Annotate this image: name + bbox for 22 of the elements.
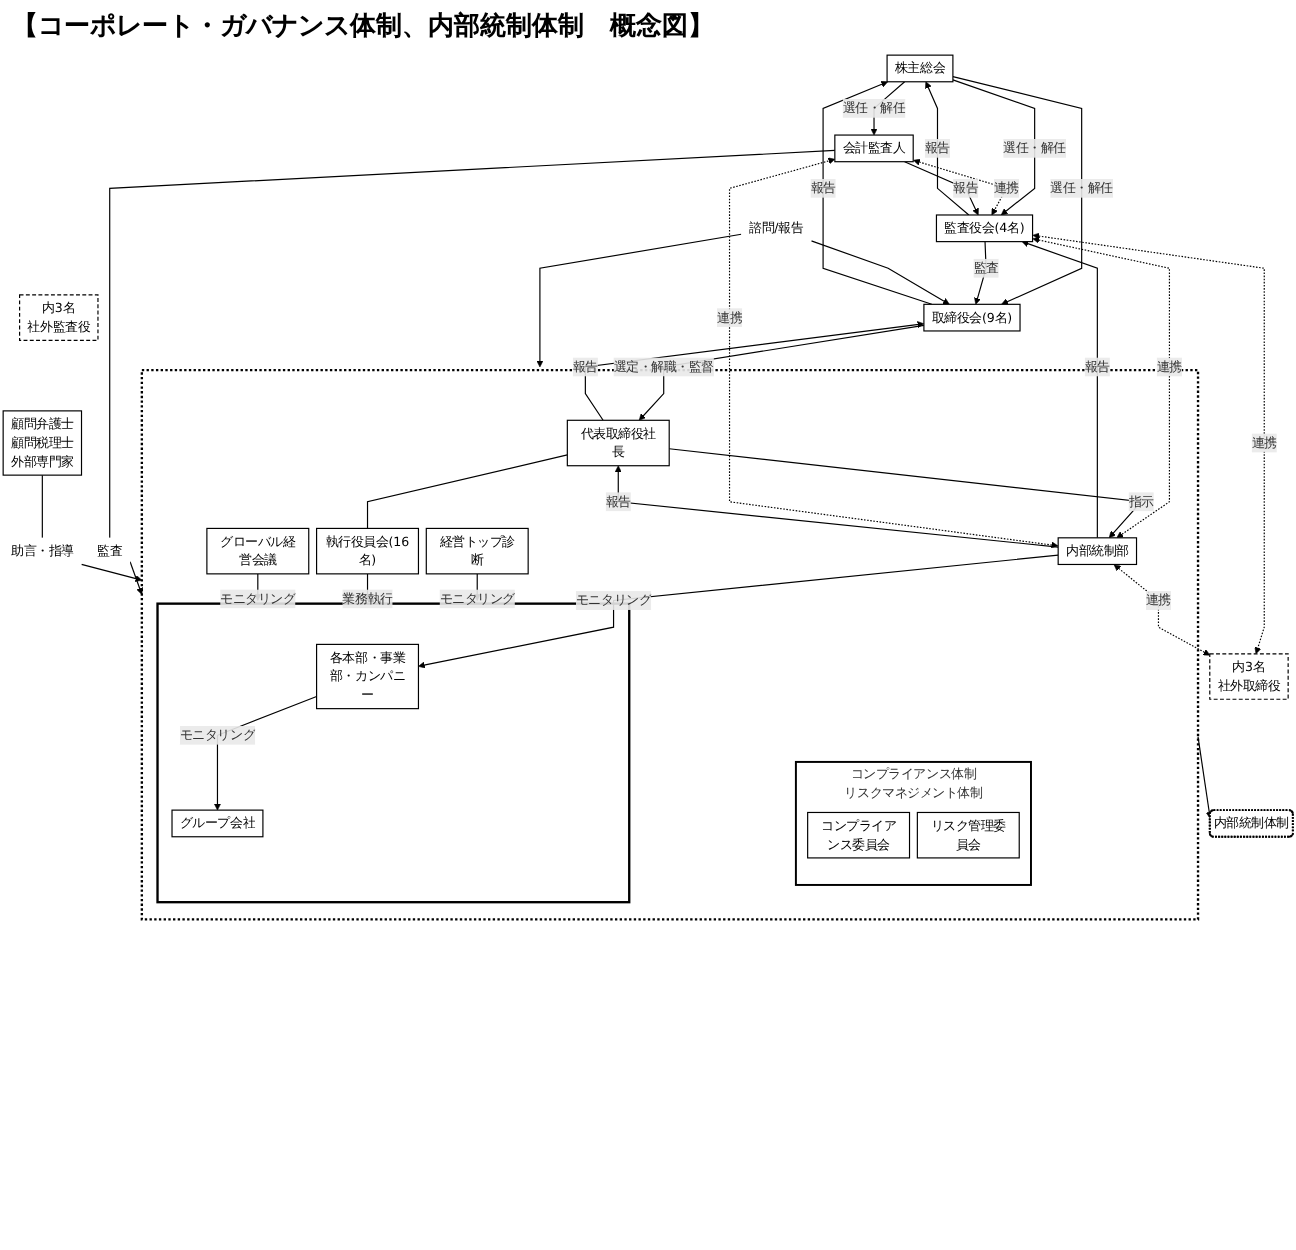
arrow xyxy=(974,241,987,305)
arrow xyxy=(536,233,742,368)
arrow xyxy=(1032,232,1265,655)
arrow xyxy=(952,79,1036,216)
arrow xyxy=(1197,736,1213,819)
arrow xyxy=(1032,236,1170,539)
diagram-title: 【コーポレート・ガバナンス体制、内部統制体制 概念図】 xyxy=(10,9,716,46)
arrow xyxy=(1021,240,1098,539)
cluster xyxy=(156,602,631,904)
arrow xyxy=(728,157,1059,549)
arrow xyxy=(80,563,143,582)
arrow xyxy=(810,240,950,305)
arrow xyxy=(129,561,143,595)
arrow xyxy=(1113,564,1211,656)
connector xyxy=(109,149,836,539)
arrow xyxy=(614,465,1059,548)
connector xyxy=(41,474,43,539)
connector xyxy=(366,454,568,529)
arrow xyxy=(904,161,979,216)
arrow xyxy=(925,81,970,216)
arrow xyxy=(952,76,1083,305)
arrow xyxy=(418,554,1059,669)
